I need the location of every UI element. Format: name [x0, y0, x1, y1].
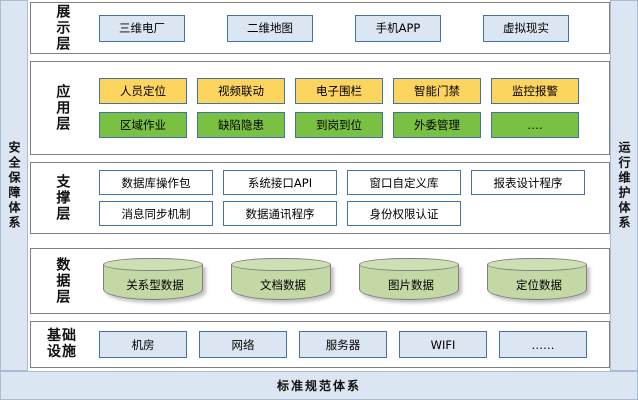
node-area-operations[interactable]: 区域作业	[99, 112, 187, 138]
node-outsourcing-management[interactable]: 外委管理	[393, 112, 481, 138]
application-row-2: 区域作业 缺陷隐患 到岗到位 外委管理 ….	[93, 112, 605, 138]
database-cylinder-image[interactable]: 图片数据	[359, 258, 463, 304]
node-database-operation-package[interactable]: 数据库操作包	[99, 170, 213, 195]
layer-infrastructure-label-text: 基础 设施	[47, 329, 77, 359]
database-cylinder-relational-label: 关系型数据	[126, 278, 184, 292]
layer-data: 数据层 关系型数据 文档数据 图片数据	[30, 248, 610, 314]
right-band-label: 运行维护体系	[617, 140, 631, 231]
layer-application-body: 人员定位 视频联动 电子围栏 智能门禁 监控报警 区域作业 缺陷隐患 到岗到位 …	[93, 62, 609, 154]
database-cylinder-document[interactable]: 文档数据	[231, 258, 335, 304]
layer-support-label: 支撑层	[31, 174, 93, 222]
cylinder-top-icon	[359, 258, 459, 271]
node-server[interactable]: 服务器	[299, 331, 387, 358]
node-post-attendance[interactable]: 到岗到位	[295, 112, 383, 138]
layer-infrastructure-body: 机房 网络 服务器 WIFI ……	[93, 322, 609, 367]
database-cylinder-document-label: 文档数据	[260, 278, 306, 292]
node-system-interface-api[interactable]: 系统接口API	[223, 170, 337, 195]
support-row-1: 数据库操作包 系统接口API 窗口自定义库 报表设计程序	[93, 170, 605, 195]
node-electronic-fence[interactable]: 电子围栏	[295, 78, 383, 104]
database-cylinder-positioning[interactable]: 定位数据	[487, 258, 591, 304]
layer-infrastructure-label: 基础 设施	[31, 329, 93, 359]
layer-presentation-body: 三维电厂 二维地图 手机APP 虚拟现实	[93, 3, 609, 53]
node-monitoring-alarm[interactable]: 监控报警	[491, 78, 579, 104]
node-mobile-app[interactable]: 手机APP	[355, 14, 441, 42]
node-window-custom-library[interactable]: 窗口自定义库	[347, 170, 461, 195]
node-message-sync-mechanism[interactable]: 消息同步机制	[99, 201, 213, 226]
layer-infrastructure: 基础 设施 机房 网络 服务器 WIFI ……	[30, 321, 610, 368]
database-cylinder-relational[interactable]: 关系型数据	[103, 258, 207, 304]
node-application-more[interactable]: ….	[491, 112, 579, 138]
layer-application: 应用层 人员定位 视频联动 电子围栏 智能门禁 监控报警 区域作业 缺陷隐患 到…	[30, 61, 610, 155]
application-row-1: 人员定位 视频联动 电子围栏 智能门禁 监控报警	[93, 78, 605, 104]
node-defect-hazards[interactable]: 缺陷隐患	[197, 112, 285, 138]
node-infrastructure-more[interactable]: ……	[499, 331, 587, 358]
layer-data-body: 关系型数据 文档数据 图片数据 定位数据	[93, 249, 609, 313]
node-identity-authorization[interactable]: 身份权限认证	[347, 201, 461, 226]
infrastructure-row-1: 机房 网络 服务器 WIFI ……	[93, 331, 605, 358]
layer-data-label-text: 数据层	[54, 257, 71, 305]
node-personnel-positioning[interactable]: 人员定位	[99, 78, 187, 104]
data-row-1: 关系型数据 文档数据 图片数据 定位数据	[93, 258, 605, 304]
layer-support-body: 数据库操作包 系统接口API 窗口自定义库 报表设计程序 消息同步机制 数据通讯…	[93, 163, 609, 233]
left-band-security-system: 安全保障体系	[0, 0, 28, 371]
bottom-banner-label: 标准规范体系	[276, 379, 361, 393]
layer-support: 支撑层 数据库操作包 系统接口API 窗口自定义库 报表设计程序 消息同步机制 …	[30, 162, 610, 234]
node-wifi[interactable]: WIFI	[399, 331, 487, 358]
database-cylinder-positioning-label: 定位数据	[516, 278, 562, 292]
node-report-design-program[interactable]: 报表设计程序	[471, 170, 585, 195]
layer-data-label: 数据层	[31, 257, 93, 305]
cylinder-top-icon	[487, 258, 587, 271]
right-band-operations-system: 运行维护体系	[610, 0, 638, 371]
cylinder-top-icon	[231, 258, 331, 271]
node-3d-plant[interactable]: 三维电厂	[99, 14, 185, 42]
layer-application-label-text: 应用层	[54, 84, 71, 132]
support-row-2: 消息同步机制 数据通讯程序 身份权限认证	[93, 201, 605, 226]
layer-presentation-label-text: 展示层	[54, 4, 71, 52]
cylinder-top-icon	[103, 258, 203, 271]
layer-presentation: 展示层 三维电厂 二维地图 手机APP 虚拟现实	[30, 2, 610, 54]
layer-support-label-text: 支撑层	[54, 174, 71, 222]
database-cylinder-image-label: 图片数据	[388, 278, 434, 292]
node-data-communication-program[interactable]: 数据通讯程序	[223, 201, 337, 226]
node-virtual-reality[interactable]: 虚拟现实	[483, 14, 569, 42]
layer-infrastructure-label-line2: 设施	[47, 343, 77, 360]
layer-presentation-label: 展示层	[31, 4, 93, 52]
layer-infrastructure-label-line1: 基础	[47, 328, 77, 345]
presentation-row-1: 三维电厂 二维地图 手机APP 虚拟现实	[93, 14, 605, 42]
node-network[interactable]: 网络	[199, 331, 287, 358]
node-video-linkage[interactable]: 视频联动	[197, 78, 285, 104]
bottom-banner-standards-system: 标准规范体系	[0, 371, 638, 400]
node-smart-access-control[interactable]: 智能门禁	[393, 78, 481, 104]
node-2d-map[interactable]: 二维地图	[227, 14, 313, 42]
left-band-label: 安全保障体系	[7, 140, 21, 231]
layer-application-label: 应用层	[31, 84, 93, 132]
node-computer-room[interactable]: 机房	[99, 331, 187, 358]
